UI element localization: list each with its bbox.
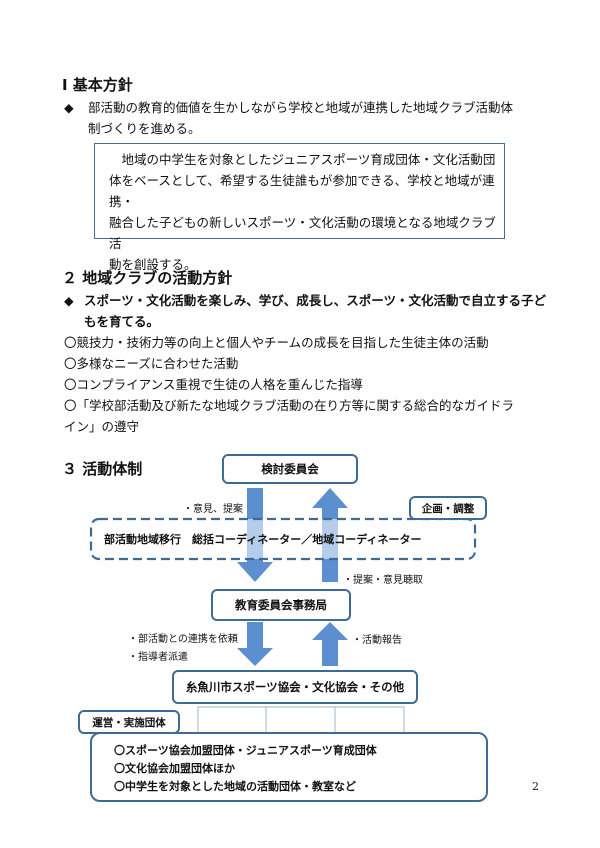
policy-line: 動を創設する。: [109, 257, 197, 272]
operating-box: 運営・実施団体: [78, 710, 180, 734]
section3-heading: ３ 活動体制: [62, 460, 143, 478]
section1-text-line1: 部活動の教育的価値を生かしながら学校と地域が連携した地域クラブ活動体: [88, 100, 514, 115]
hearing-label: ・提案・意見聴取: [343, 575, 423, 586]
section2-item: 〇多様なニーズに合わせた活動: [64, 356, 239, 371]
association-box: 糸魚川市スポーツ協会・文化協会・その他: [172, 670, 418, 704]
section2-item: 〇コンプライアンス重視で生徒の人格を重んじた指導: [64, 377, 363, 392]
section1-bullet: ◆: [64, 100, 74, 115]
group-item: 〇スポーツ協会加盟団体・ジュニアスポーツ育成団体: [114, 744, 377, 757]
policy-line: 地域の中学生を対象としたジュニアスポーツ育成団体・文化活動団: [121, 152, 496, 167]
section2-text-line2: もを育てる。: [84, 314, 160, 329]
section2-item: イン」の遵守: [64, 419, 140, 434]
request-label: ・部活動との連携を依頼: [128, 634, 238, 645]
section2-item: 〇競技力・技術力等の向上と個人やチームの成長を目指した生徒主体の活動: [64, 335, 489, 350]
planning-box: 企画・調整: [409, 496, 487, 520]
policy-line: 体をベースとして、希望する生徒誰もが参加できる、学校と地域が連携・: [109, 173, 495, 209]
section2-bullet: ◆: [64, 293, 74, 308]
report-label: ・活動報告: [352, 635, 402, 646]
opinion-label: ・意見、提案: [183, 504, 243, 515]
section2-item: 〇「学校部活動及び新たな地域クラブ活動の在り方等に関する総合的なガイドラ: [64, 398, 515, 413]
committee-box: 検討委員会: [222, 454, 358, 484]
groups-box: 〇スポーツ協会加盟団体・ジュニアスポーツ育成団体 〇文化協会加盟団体ほか 〇中学…: [90, 732, 488, 802]
section2-text-line1: スポーツ・文化活動を楽しみ、学び、成長し、スポーツ・文化活動で自立する子ど: [84, 293, 547, 308]
group-item: 〇文化協会加盟団体ほか: [114, 762, 235, 775]
section1-text-line2: 制づくりを進める。: [88, 121, 201, 136]
board-office-box: 教育委員会事務局: [211, 589, 351, 621]
coordinator-dashed-frame: [89, 517, 477, 561]
group-item: 〇中学生を対象とした地域の活動団体・教室など: [114, 780, 356, 793]
section2-heading: ２ 地域クラブの活動方針: [62, 269, 233, 287]
dispatch-label: ・指導者派遣: [128, 652, 188, 663]
connector-lines: [197, 706, 405, 734]
coordinator-label: 部活動地域移行 総括コーディネーター／地域コーディネーター: [104, 533, 422, 546]
policy-line: 融合した子どもの新しいスポーツ・文化活動の環境となる地域クラブ活: [109, 215, 496, 251]
up-arrow-icon: [312, 622, 348, 666]
page-number: 2: [532, 780, 539, 793]
policy-box: 地域の中学生を対象としたジュニアスポーツ育成団体・文化活動団 体をベースとして、…: [94, 143, 505, 272]
down-arrow-icon: [237, 622, 273, 666]
section1-heading: Ⅰ 基本方針: [62, 76, 133, 94]
